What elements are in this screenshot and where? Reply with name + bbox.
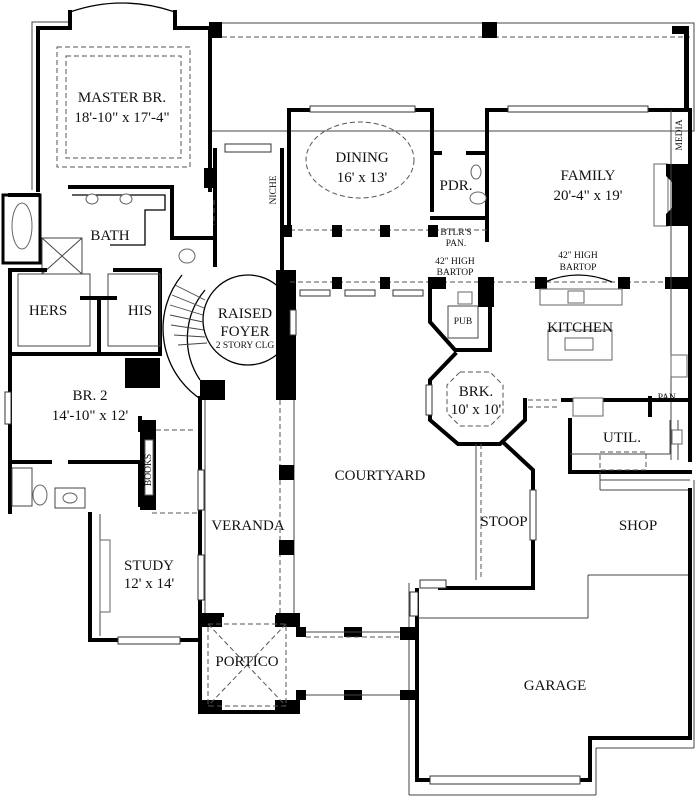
room-label-master: MASTER BR. — [78, 90, 166, 106]
room-label-portico: PORTICO — [215, 654, 278, 670]
utility: UTIL. — [568, 418, 692, 491]
raised-foyer: RAISED FOYER 2 STORY CLG — [162, 270, 297, 401]
room-label-study: STUDY — [124, 558, 174, 574]
room-dims-study: 12' x 14' — [124, 576, 175, 592]
room-label-shop: SHOP — [619, 518, 657, 534]
foyer-ceiling-note: 2 STORY CLG — [216, 341, 275, 351]
label-books: BOOKS — [144, 454, 154, 486]
books-shelf: BOOKS — [140, 420, 196, 510]
room-label-stoop: STOOP — [480, 514, 527, 530]
room-dims-family: 20'-4" x 19' — [553, 188, 622, 204]
room-label-kitchen: KITCHEN — [547, 320, 613, 336]
closets: HERS HIS — [8, 268, 162, 356]
columns — [282, 225, 690, 307]
room-label-hers: HERS — [29, 303, 67, 319]
courtyard: COURTYARD — [335, 468, 426, 484]
powder-room: PDR. BTLR'S PAN. 42" HIGH BARTOP — [430, 108, 489, 278]
label-bartop-1: 42" HIGH — [435, 257, 475, 267]
room-label-util: UTIL. — [603, 430, 641, 446]
label-butler-pantry: BTLR'S — [440, 228, 471, 238]
label-niche: NICHE — [269, 175, 279, 204]
label-pub: PUB — [454, 317, 472, 327]
room-label-foyer-2: FOYER — [220, 324, 269, 340]
label-media: MEDIA — [675, 119, 685, 150]
gallery: NICHE — [204, 143, 284, 272]
master-bedroom: MASTER BR. 18'-10" x 17'-4" — [31, 2, 212, 192]
shop: SHOP — [587, 518, 690, 618]
room-label-family: FAMILY — [561, 168, 616, 184]
room-label-pdr: PDR. — [440, 178, 473, 194]
family-room: MEDIA FAMILY 20'-4" x 19' 42" HIGH BARTO… — [485, 105, 692, 462]
room-label-bath: BATH — [90, 228, 129, 244]
room-label-brk: BRK. — [459, 384, 494, 400]
bedroom-2: BR. 2 14'-10" x 12' — [4, 356, 160, 514]
kitchen: KITCHEN PAN. — [528, 288, 692, 417]
label-butler-pantry-2: PAN. — [446, 239, 467, 249]
breakfast-nook: BRK. 10' x 10' — [425, 351, 527, 446]
study: STUDY 12' x 14' — [88, 512, 202, 645]
master-bath: BATH — [1, 185, 217, 275]
room-label-courtyard: COURTYARD — [335, 468, 426, 484]
label-pantry: PAN. — [658, 393, 679, 403]
veranda: VERANDA — [197, 396, 295, 617]
room-label-garage: GARAGE — [524, 678, 587, 694]
room-label-br2: BR. 2 — [72, 388, 107, 404]
room-label-foyer: RAISED — [218, 306, 272, 322]
label-bartop-1b: BARTOP — [437, 268, 474, 278]
label-bartop-2: 42" HIGH — [558, 251, 598, 261]
room-dims-dining: 16' x 13' — [337, 170, 388, 186]
room-dims-brk: 10' x 10' — [451, 402, 502, 418]
label-bartop-2b: BARTOP — [560, 263, 597, 273]
room-label-dining: DINING — [335, 150, 388, 166]
portico: PORTICO — [198, 613, 415, 714]
room-dims-br2: 14'-10" x 12' — [52, 408, 129, 424]
room-dims-master: 18'-10" x 17'-4" — [74, 110, 169, 126]
stoop: STOOP — [438, 441, 537, 590]
room-label-his: HIS — [128, 303, 152, 319]
pub: PUB — [428, 288, 492, 352]
room-label-veranda: VERANDA — [211, 518, 284, 534]
dining: DINING 16' x 13' — [287, 105, 434, 232]
rear-porch — [209, 22, 695, 132]
